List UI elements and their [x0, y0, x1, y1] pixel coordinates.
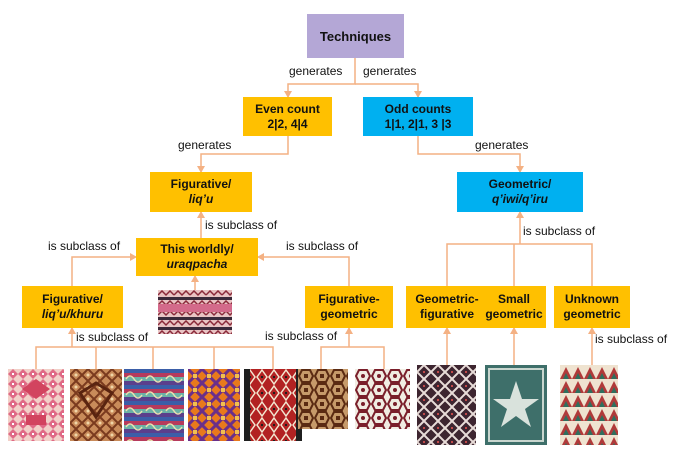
node-geometric-figurative-line1: Geometric-	[415, 292, 479, 306]
node-even-count-line1: Even count	[255, 101, 320, 116]
edge-label-subclass-geo: is subclass of	[523, 224, 596, 238]
node-figurative-khuru-line2: liq’u/khuru	[41, 307, 104, 321]
node-figurative-geometric: Figurative- geometric	[305, 286, 393, 328]
edge-label-generates-left: generates	[289, 64, 343, 78]
textile-pink-figurative	[8, 369, 64, 441]
textile-triangles-multicolor	[560, 365, 618, 445]
node-unknown-geometric-line2: geometric	[563, 307, 621, 321]
edge-label-subclass-figgeo-up: is subclass of	[286, 239, 359, 253]
edge-label-generates-odd: generates	[475, 138, 529, 152]
node-figurative-liqu: Figurative/ liq’u	[150, 172, 252, 212]
edge-label-subclass-unknown-images: is subclass of	[595, 332, 668, 346]
node-odd-counts: Odd counts 1|1, 2|1, 3 |3	[363, 97, 473, 136]
edge-label-generates-even: generates	[178, 138, 232, 152]
node-even-count: Even count 2|2, 4|4	[243, 97, 332, 136]
node-figurative-geometric-line2: geometric	[320, 307, 378, 321]
textile-red-diamond	[244, 369, 302, 441]
node-geometric-qiwi-line2: q’iwi/q’iru	[492, 192, 548, 206]
node-figurative-khuru-line1: Figurative/	[42, 292, 103, 306]
node-geometric-figurative: Geometric- figurative	[406, 286, 488, 328]
textile-zigzag-diamond	[417, 365, 476, 445]
node-small-geometric-line2: geometric	[485, 307, 543, 321]
edge-label-subclass-khuru-up: is subclass of	[48, 239, 121, 253]
node-figurative-liqu-line1: Figurative/	[170, 177, 232, 191]
edge-label-subclass-figgeo-images: is subclass of	[265, 329, 338, 343]
edge-label-generates-right: generates	[363, 64, 417, 78]
edge-label-subclass-liqu: is subclass of	[205, 218, 278, 232]
textile-star-green	[485, 365, 547, 445]
node-odd-counts-line2: 1|1, 2|1, 3 |3	[384, 116, 452, 131]
textile-this-worldly-sample	[158, 290, 232, 334]
node-this-worldly: This worldly/ uraqpacha	[136, 238, 258, 276]
edge-label-subclass-khuru-images: is subclass of	[76, 330, 149, 344]
node-even-count-line2: 2|2, 4|4	[267, 116, 308, 131]
node-unknown-geometric: Unknown geometric	[554, 286, 630, 328]
node-small-geometric: Small geometric	[482, 286, 546, 328]
node-unknown-geometric-line1: Unknown	[565, 292, 619, 306]
node-figurative-geometric-line1: Figurative-	[318, 292, 380, 306]
textile-hexagon-diamond	[298, 369, 348, 429]
node-small-geometric-line1: Small	[497, 292, 530, 306]
textile-hexagon-white	[355, 369, 410, 429]
node-odd-counts-line1: Odd counts	[384, 101, 452, 116]
node-this-worldly-line2: uraqpacha	[166, 257, 228, 271]
node-geometric-qiwi-line1: Geometric/	[488, 177, 552, 191]
node-this-worldly-line1: This worldly/	[160, 242, 234, 256]
node-geometric-qiwi: Geometric/ q’iwi/q’iru	[457, 172, 583, 212]
textile-orange-spiral	[188, 369, 240, 441]
node-figurative-liqu-line2: liq’u	[188, 192, 214, 206]
textile-striped-hooks	[124, 369, 184, 441]
node-techniques: Techniques	[307, 14, 404, 58]
node-techniques-label: Techniques	[319, 28, 392, 44]
node-figurative-khuru: Figurative/ liq’u/khuru	[22, 286, 123, 328]
node-geometric-figurative-line2: figurative	[419, 307, 474, 321]
textile-brown-bird	[70, 369, 122, 441]
